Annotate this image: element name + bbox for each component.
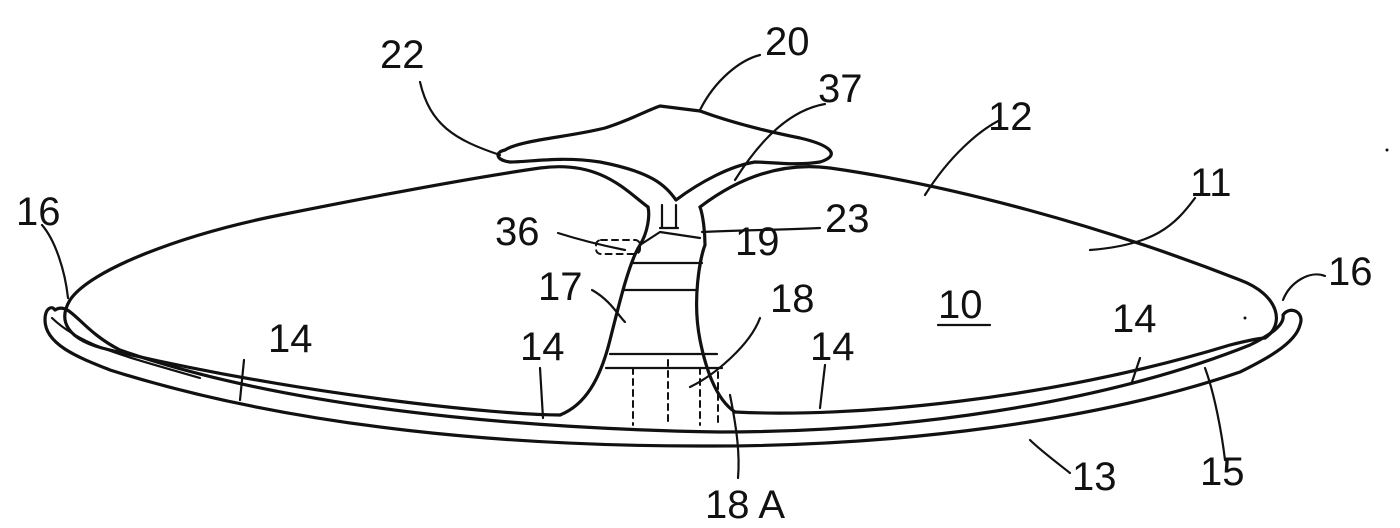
label-18A: 18 A	[705, 483, 785, 527]
label-16-right: 16	[1328, 250, 1373, 294]
label-19: 19	[735, 220, 780, 264]
label-23: 23	[825, 197, 870, 241]
leader-lines	[40, 53, 1327, 480]
label-36: 36	[495, 210, 540, 254]
label-14-a: 14	[268, 317, 313, 361]
label-37: 37	[818, 67, 863, 111]
label-14-c: 14	[810, 325, 855, 369]
label-18: 18	[770, 277, 815, 321]
label-14-d: 14	[1112, 297, 1157, 341]
label-13: 13	[1072, 455, 1117, 499]
label-11: 11	[1190, 161, 1232, 205]
stray-dot	[1385, 148, 1389, 152]
label-20: 20	[765, 20, 810, 64]
label-10: 10	[938, 283, 983, 327]
knob	[496, 104, 833, 202]
reference-labels: 20 22 37 12 11 16 16 36 23 19 17 18 10 1…	[16, 20, 1373, 527]
label-12: 12	[988, 95, 1033, 139]
label-17: 17	[538, 265, 583, 309]
main-body	[63, 165, 1278, 417]
label-15: 15	[1200, 450, 1245, 494]
stray-dot	[1243, 316, 1247, 320]
label-16-left: 16	[16, 190, 61, 234]
label-22: 22	[380, 33, 425, 77]
label-14-b: 14	[520, 325, 565, 369]
central-column	[558, 203, 737, 426]
